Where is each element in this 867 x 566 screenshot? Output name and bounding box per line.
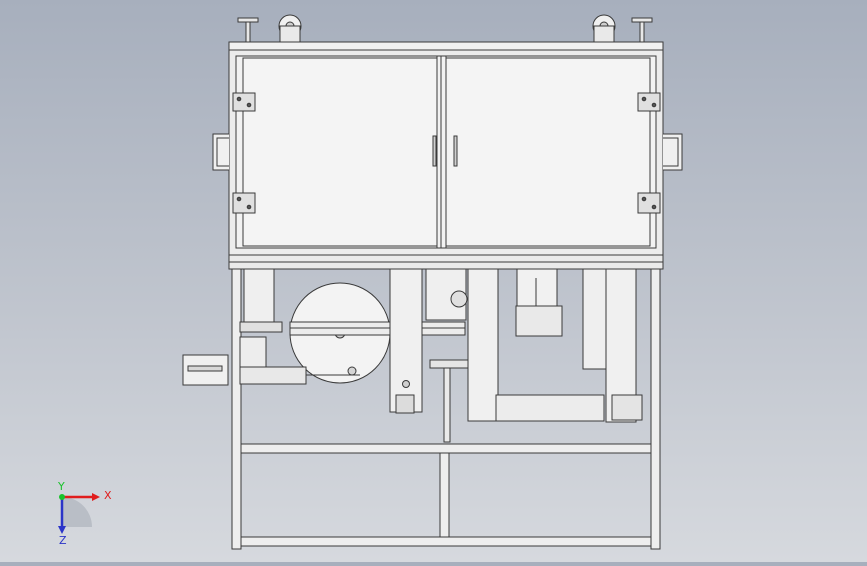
handle-left [212, 133, 229, 171]
cabinet [228, 41, 664, 256]
shaft-assembly [425, 268, 471, 443]
pneumatic-cylinder-top [515, 268, 563, 337]
axis-y-label: Y [57, 480, 65, 493]
vertical-slider-right [582, 268, 643, 423]
caster-wheel-left [278, 14, 302, 43]
leveling-foot-right [631, 17, 653, 43]
coordinate-triad [58, 493, 100, 534]
guide-rail [289, 321, 466, 336]
hinges [232, 92, 661, 214]
vertical-slider-center [467, 268, 605, 422]
cylinder-bracket-left [182, 336, 360, 386]
vertical-slider-left [389, 268, 423, 414]
leveling-foot-left [237, 17, 259, 43]
axis-z-label: Z [59, 534, 67, 547]
handle-right [663, 133, 683, 171]
machine-frame [228, 254, 664, 550]
caster-wheel-right [592, 14, 616, 43]
axis-x-label: X [104, 489, 112, 502]
motor-left [239, 268, 283, 333]
